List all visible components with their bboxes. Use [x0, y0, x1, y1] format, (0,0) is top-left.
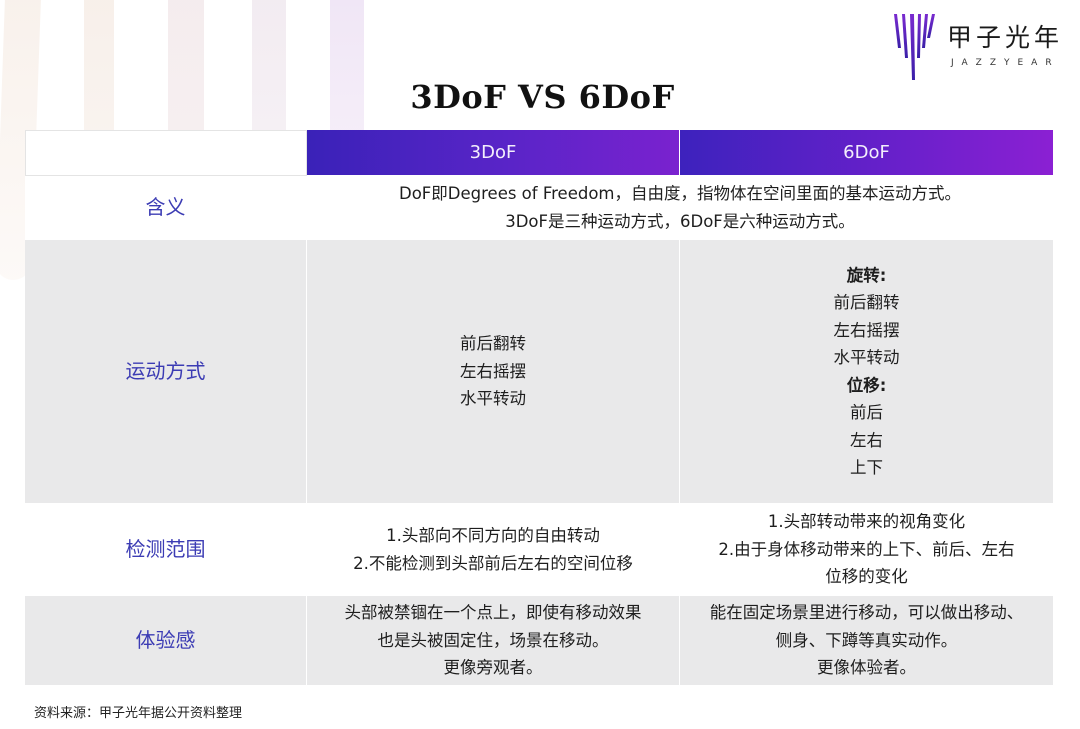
- experience-line: 也是头被固定住，场景在移动。: [377, 630, 609, 650]
- motion-item: 左右摇摆: [833, 320, 900, 340]
- experience-line: 侧身、下蹲等真实动作。: [775, 630, 958, 650]
- experience-line: 能在固定场景里进行移动，可以做出移动、: [709, 603, 1024, 623]
- row-label-meaning: 含义: [25, 176, 307, 240]
- detection-line: 2.不能检测到头部前后左右的空间位移: [353, 553, 633, 573]
- detection-3dof-cell: 1.头部向不同方向的自由转动 2.不能检测到头部前后左右的空间位移: [307, 504, 680, 596]
- experience-3dof-cell: 头部被禁锢在一个点上，即使有移动效果 也是头被固定住，场景在移动。 更像旁观者。: [307, 596, 680, 686]
- motion-6dof-cell: 旋转: 前后翻转 左右摇摆 水平转动 位移: 前后 左右 上下: [680, 240, 1054, 504]
- motion-item: 水平转动: [833, 348, 900, 367]
- source-note: 资料来源：甲子光年据公开资料整理: [34, 706, 243, 721]
- logo-subtitle: JAZZYEAR: [951, 58, 1060, 68]
- row-label-experience: 体验感: [25, 596, 307, 686]
- brand-logo: 甲子光年 JAZZYEAR: [893, 12, 1063, 84]
- meaning-cell: DoF即Degrees of Freedom，自由度，指物体在空间里面的基本运动…: [307, 176, 1054, 240]
- logo-name: 甲子光年: [947, 23, 1064, 52]
- meaning-line: DoF即Degrees of Freedom，自由度，指物体在空间里面的基本运动…: [399, 184, 961, 203]
- translation-heading: 位移:: [846, 375, 887, 395]
- header-blank-cell: [25, 130, 307, 176]
- detection-line: 位移的变化: [825, 567, 908, 587]
- row-label-detection: 检测范围: [25, 504, 307, 596]
- comparison-table: 3DoF 6DoF 含义 DoF即Degrees of Freedom，自由度，…: [25, 130, 1054, 686]
- experience-line: 头部被禁锢在一个点上，即使有移动效果: [344, 603, 642, 623]
- motion-item: 上下: [850, 458, 883, 477]
- experience-line: 更像旁观者。: [443, 658, 543, 678]
- experience-line: 更像体验者。: [817, 658, 916, 678]
- motion-item: 前后: [850, 403, 883, 422]
- detection-line: 1.头部向不同方向的自由转动: [386, 526, 600, 545]
- detection-line: 1.头部转动带来的视角变化: [767, 512, 966, 532]
- motion-3dof-cell: 前后翻转 左右摇摆 水平转动: [307, 240, 680, 504]
- header-3dof: 3DoF: [307, 130, 680, 176]
- detection-line: 2.由于身体移动带来的上下、前后、左右: [718, 539, 1015, 559]
- motion-item: 左右: [850, 430, 883, 450]
- meaning-line: 3DoF是三种运动方式，6DoF是六种运动方式。: [505, 211, 855, 231]
- rotation-heading: 旋转:: [846, 265, 887, 285]
- motion-item: 前后翻转: [460, 334, 526, 354]
- motion-item: 水平转动: [460, 389, 526, 409]
- motion-item: 左右摇摆: [460, 361, 526, 381]
- header-6dof: 6DoF: [680, 130, 1054, 176]
- row-label-motion: 运动方式: [25, 240, 307, 504]
- page-title: 3DoF VS 6DoF: [410, 78, 675, 116]
- motion-item: 前后翻转: [833, 293, 900, 312]
- experience-6dof-cell: 能在固定场景里进行移动，可以做出移动、 侧身、下蹲等真实动作。 更像体验者。: [680, 596, 1054, 686]
- detection-6dof-cell: 1.头部转动带来的视角变化 2.由于身体移动带来的上下、前后、左右 位移的变化: [680, 504, 1054, 596]
- logo-bars-icon: [894, 14, 935, 80]
